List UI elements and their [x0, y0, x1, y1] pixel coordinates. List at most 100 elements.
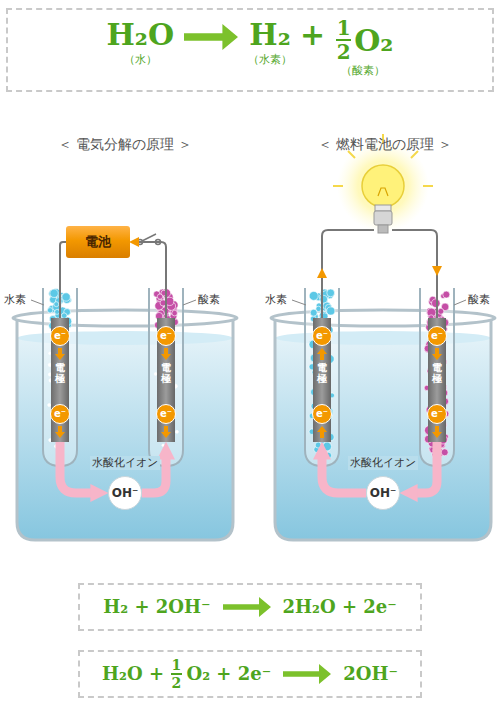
arrow-shape — [55, 426, 65, 438]
bubble — [62, 293, 70, 301]
arrow-shape — [432, 348, 442, 360]
electron-label: e⁻ — [54, 409, 66, 419]
fraction: 12 — [171, 658, 182, 690]
arrow-shape — [184, 24, 238, 50]
fraction-bar — [336, 39, 351, 41]
formula-note: （酸素） — [341, 64, 385, 77]
formula-note: （水） — [124, 53, 157, 66]
section-heading: ＜ 電気分解の原理 ＞ — [5, 136, 245, 154]
electron-flow-arrow — [161, 426, 171, 438]
bubble — [310, 309, 317, 316]
electron-label: e⁻ — [54, 331, 66, 341]
ion-circle: OH⁻ — [366, 476, 400, 510]
fraction-bar — [171, 673, 182, 675]
formula-text: O₂ — [354, 24, 393, 57]
electron-label: e⁻ — [316, 331, 328, 341]
electrode-label: 電極 — [55, 362, 65, 384]
gas-label: 酸素 — [468, 292, 490, 307]
electron-flow-arrow — [55, 348, 65, 360]
equation-box: H₂O（水）H₂（水素）+12O₂（酸素） — [6, 8, 494, 92]
term: H₂O（水） — [106, 18, 174, 66]
electron-flow-arrow — [161, 348, 171, 360]
bubble — [323, 442, 332, 451]
reaction-arrow — [283, 664, 331, 684]
bubble — [438, 308, 444, 314]
ion-name: 水酸化イオン — [90, 456, 160, 470]
reaction-arrow — [184, 24, 238, 50]
electron: e⁻ — [50, 326, 70, 346]
fraction-numerator: 1 — [171, 658, 181, 672]
ion-label: OH⁻ — [370, 487, 397, 499]
bubble — [54, 302, 59, 307]
electron-flow-arrow — [432, 426, 442, 438]
bubble — [157, 294, 162, 299]
electron: e⁻ — [312, 404, 332, 424]
bubble — [172, 310, 178, 316]
term: 12O₂（酸素） — [333, 18, 393, 77]
equation-box: H₂ + 2OH⁻ 2H₂O + 2e⁻ — [78, 583, 422, 631]
fraction-denominator: 2 — [171, 676, 181, 690]
bubble — [327, 289, 335, 297]
electron-flow-arrow — [55, 426, 65, 438]
equation-box: H₂O +12O₂ + 2e⁻2OH⁻ — [78, 650, 422, 698]
electron-flow-arrow — [317, 426, 327, 438]
formula-text: H₂O + — [102, 664, 164, 684]
arrow-shape — [161, 426, 171, 438]
bubble — [327, 307, 335, 315]
arrow-shape — [317, 426, 327, 438]
electron: e⁻ — [312, 326, 332, 346]
bubble — [443, 291, 450, 298]
electron-label: e⁻ — [160, 409, 172, 419]
electrode-label: 電極 — [432, 362, 442, 384]
electron-label: e⁻ — [316, 409, 328, 419]
gas-label: 水素 — [4, 292, 26, 307]
bubble — [162, 444, 165, 447]
wire — [139, 242, 166, 318]
test-tubes — [43, 288, 454, 466]
ion-name: 水酸化イオン — [348, 456, 418, 470]
electron: e⁻ — [50, 404, 70, 424]
arrow-shape — [283, 664, 331, 684]
electrode: 電極e⁻e⁻ — [428, 318, 446, 442]
formula-text: H₂ + 2OH⁻ — [103, 597, 210, 617]
leader-lines — [31, 300, 466, 305]
arrow-shape — [223, 597, 271, 617]
formula-text: H₂ — [249, 18, 290, 51]
formula-text: + — [300, 18, 325, 51]
electrode-label: 電極 — [161, 362, 171, 384]
gas-label: 酸素 — [198, 292, 220, 307]
electrode: 電極 e⁻ e⁻ — [51, 318, 69, 442]
bubble — [320, 295, 328, 303]
electron: e⁻ — [156, 404, 176, 424]
electron-flow-arrow — [432, 348, 442, 360]
gas-label: 水素 — [265, 292, 287, 307]
fraction: 12 — [336, 18, 351, 62]
formula-text: O₂ + 2e⁻ — [187, 664, 272, 684]
bubble — [55, 309, 60, 314]
fraction-denominator: 2 — [337, 42, 351, 62]
electrode: 電極 e⁻ e⁻ — [157, 318, 175, 442]
electron: e⁻ — [427, 326, 447, 346]
bubble — [441, 449, 448, 456]
fraction-numerator: 1 — [337, 18, 351, 38]
ion-circle: OH⁻ — [108, 476, 142, 510]
bubble — [47, 308, 52, 313]
formula-note: （水素） — [248, 53, 292, 66]
term: H₂ （水素） — [248, 18, 292, 66]
bubble — [315, 442, 321, 448]
bubble — [175, 430, 178, 433]
electron: e⁻ — [156, 326, 176, 346]
reaction-arrow — [223, 597, 271, 617]
battery-label: 電池 — [85, 233, 111, 251]
formula-text: 2OH⁻ — [343, 664, 398, 684]
section-heading: ＜ 燃料電池の原理 ＞ — [265, 136, 500, 154]
arrow-shape — [55, 348, 65, 360]
formula-text: 2H₂O + 2e⁻ — [283, 597, 397, 617]
arrow-shape — [432, 426, 442, 438]
bubble — [50, 289, 58, 297]
electron-label: e⁻ — [431, 331, 443, 341]
arrow-shape — [317, 348, 327, 360]
ion-flow-arrow — [60, 442, 94, 493]
